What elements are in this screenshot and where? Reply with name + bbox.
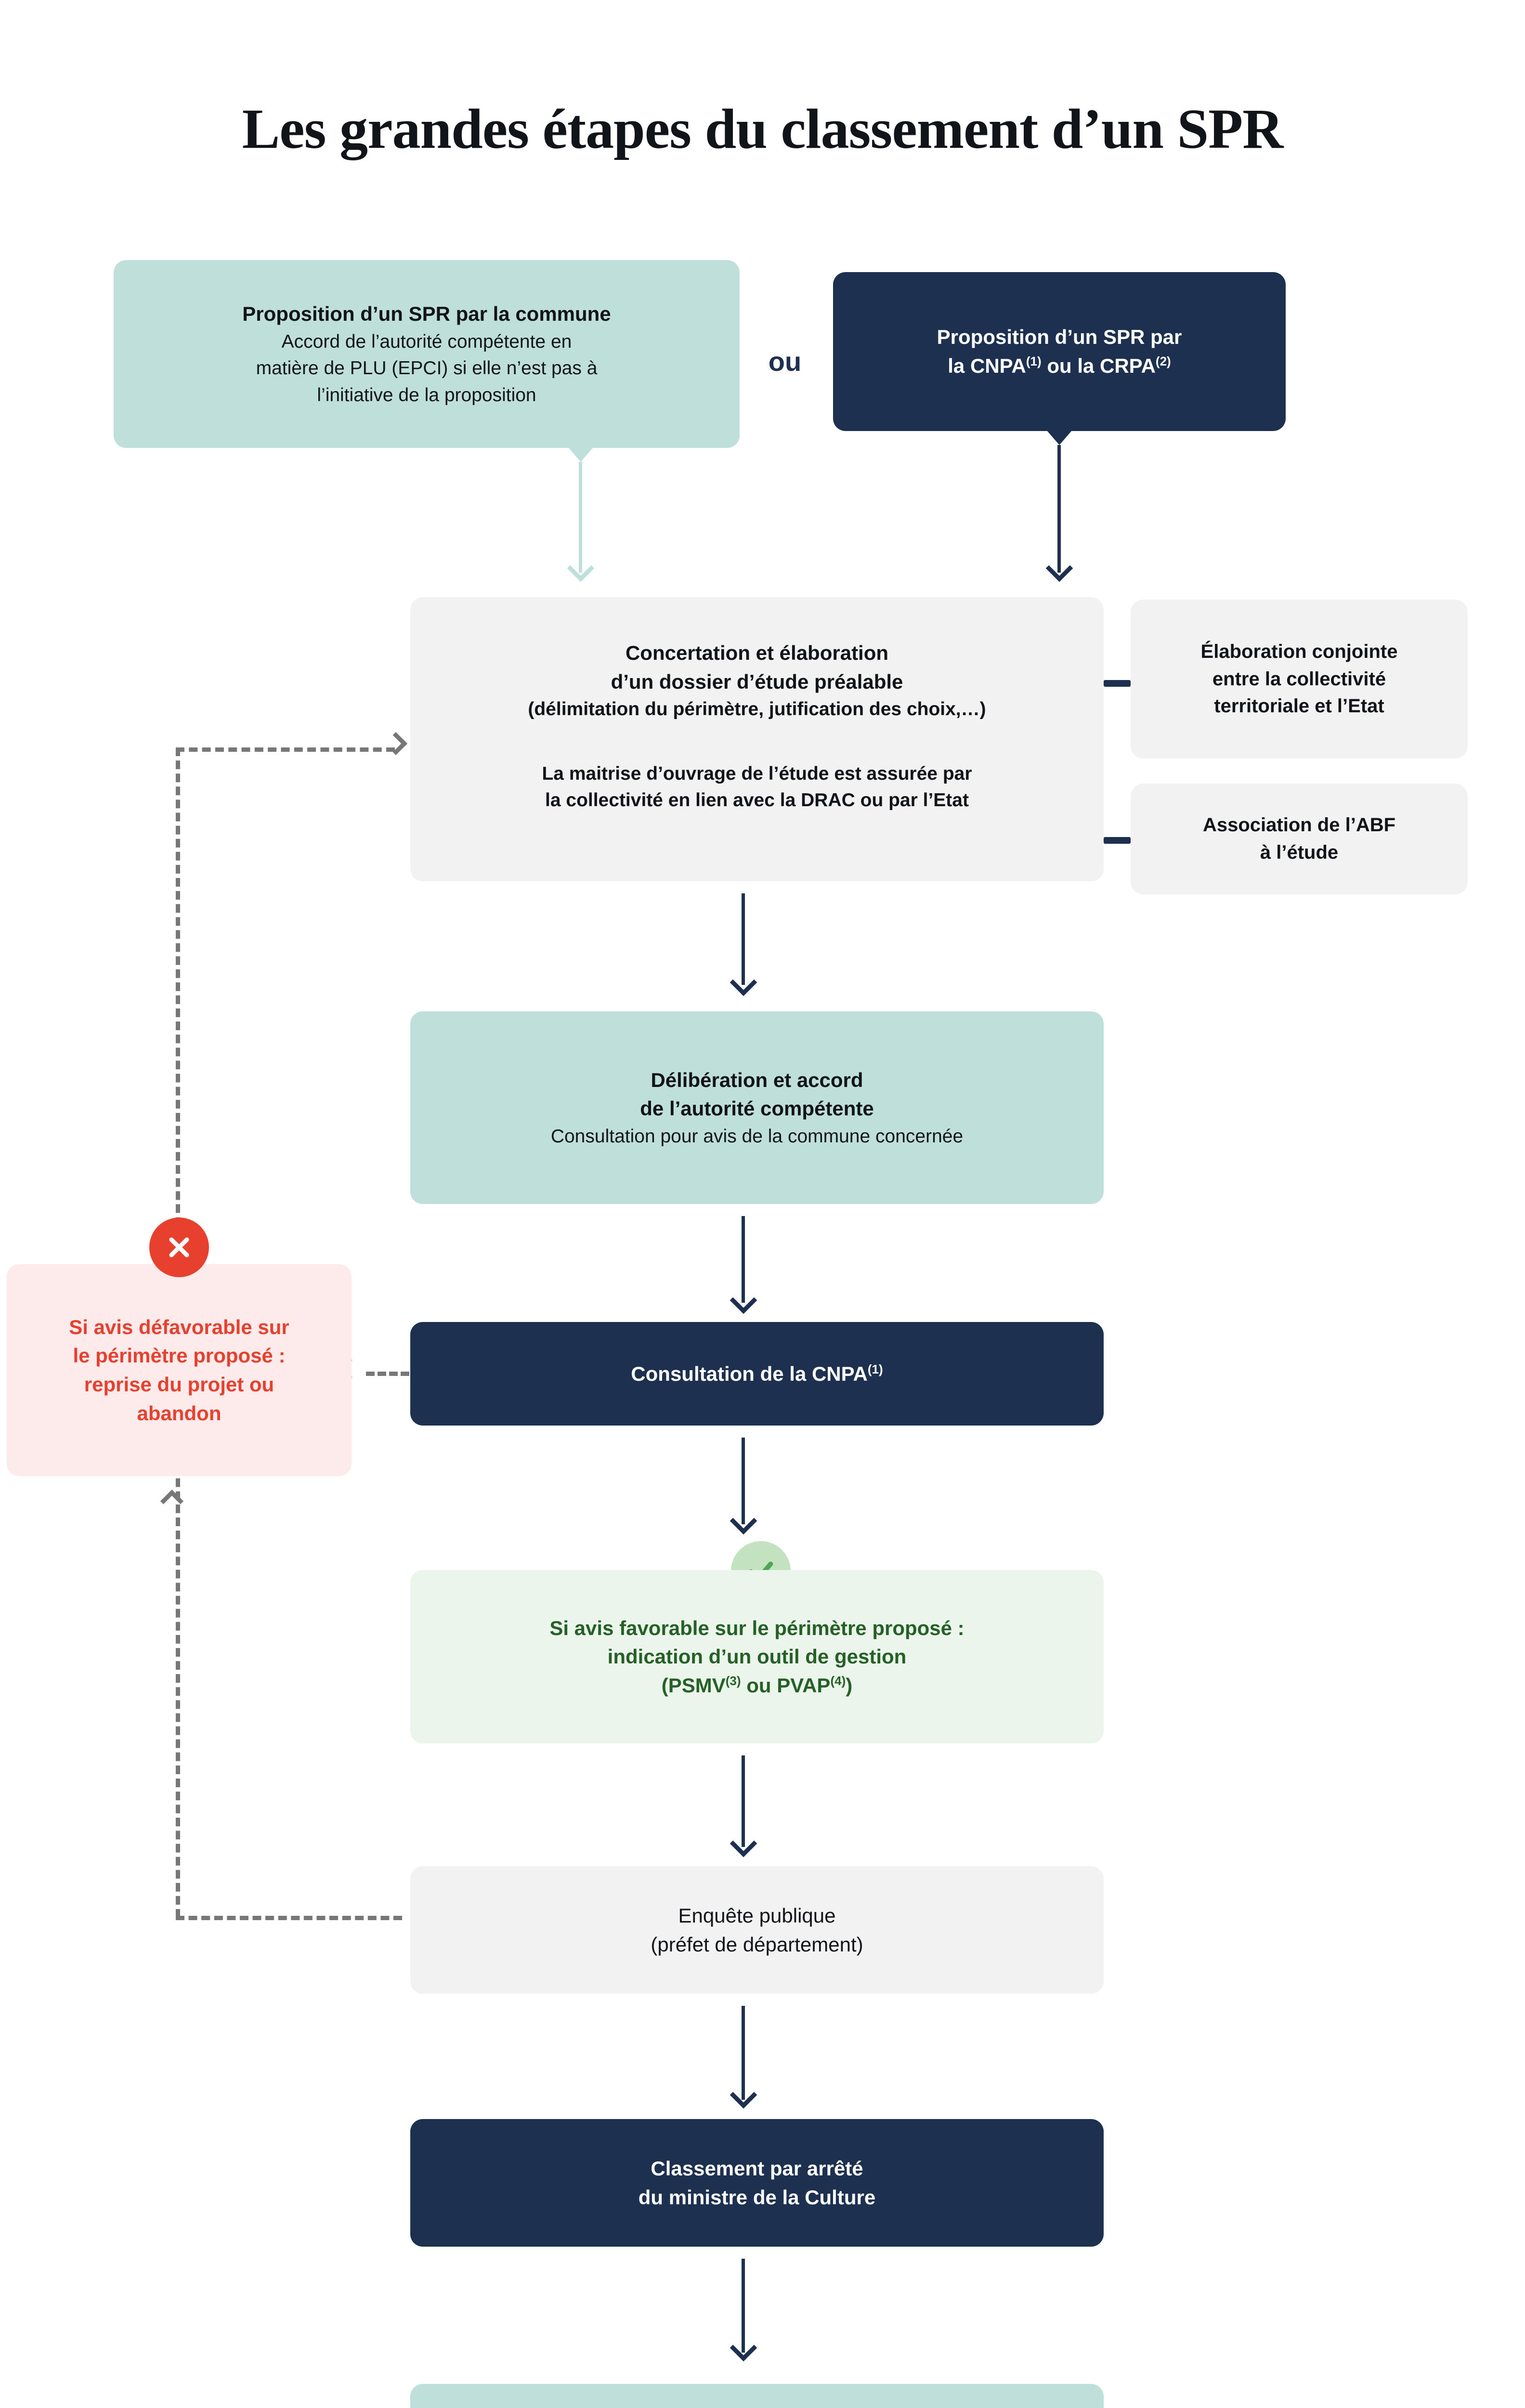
arrow-head-classement [729, 2081, 758, 2115]
deliberation-line1: Délibération et accord [651, 1068, 863, 1091]
circle-x-icon [149, 1217, 209, 1277]
concertation-line1: Concertation et élaboration [625, 641, 889, 664]
node-enquete-publique[interactable]: Enquête publique (préfet de département) [410, 1866, 1104, 1994]
page-title: Les grandes étapes du classement d’un SP… [242, 97, 1284, 160]
node-proposition-commune[interactable]: Proposition d’un SPR par la commune Acco… [114, 260, 740, 448]
node-avis-favorable[interactable]: Si avis favorable sur le périmètre propo… [410, 1570, 1104, 1743]
feedback-line-horizontal-bottom [176, 1916, 402, 1920]
elaboration-line1: Élaboration conjointe [1200, 641, 1398, 662]
arrow-head-favorable [729, 1507, 758, 1541]
feedback-line-to-refus [366, 1372, 409, 1376]
refus-line4: abandon [137, 1401, 222, 1425]
concertation-line3: (délimitation du périmètre, jutification… [528, 699, 986, 720]
arrow-head-mesures [729, 2334, 758, 2368]
node-avis-defavorable[interactable]: Si avis défavorable sur le périmètre pro… [7, 1264, 352, 1476]
arrow-line-mesures [742, 2259, 745, 2353]
node-deliberation[interactable]: Délibération et accord de l’autorité com… [410, 1011, 1104, 1204]
consultation-cnpa-footnote-ref: (1) [867, 1361, 883, 1376]
arrow-line-consultation [742, 1216, 745, 1303]
proposition-cnpa-line2: la CNPA(1) ou la CRPA(2) [948, 352, 1171, 380]
pvap-close-paren: ) [846, 1674, 853, 1697]
consultation-cnpa-label: Consultation de la CNPA(1) [631, 1360, 883, 1388]
node-elaboration-conjointe[interactable]: Élaboration conjointe entre la collectiv… [1131, 600, 1468, 759]
proposition-commune-line4: l’initiative de la proposition [317, 384, 536, 406]
favorable-line3: (PSMV(3) ou PVAP(4)) [662, 1671, 853, 1700]
classement-line1: Classement par arrêté [651, 2157, 863, 2180]
favorable-line1: Si avis favorable sur le périmètre propo… [549, 1616, 965, 1639]
concertation-line4: La maitrise d’ouvrage de l’étude est ass… [542, 763, 972, 784]
arrow-line-commune [579, 462, 582, 573]
connector-stub-association [1104, 837, 1131, 844]
arrow-head-enquete [729, 1830, 758, 1864]
pvap-text: ou PVAP [741, 1674, 831, 1697]
enquete-line1: Enquête publique [678, 1904, 836, 1927]
node-classement[interactable]: Classement par arrêté du ministre de la … [410, 2119, 1104, 2247]
pvap-footnote-ref: (4) [830, 1673, 846, 1688]
node-consultation-cnpa[interactable]: Consultation de la CNPA(1) [410, 1322, 1104, 1426]
psmv-text: (PSMV [661, 1674, 726, 1697]
elaboration-line2: entre la collectivité [1212, 668, 1386, 690]
feedback-line-horizontal-top [176, 747, 395, 752]
arrow-head-consultation [729, 1286, 758, 1321]
association-line1: Association de l’ABF [1202, 814, 1396, 836]
node-proposition-cnpa[interactable]: Proposition d’un SPR par la CNPA(1) ou l… [833, 272, 1286, 431]
tail-proposition-cnpa [1047, 431, 1072, 445]
arrow-head-commune [566, 554, 596, 589]
concertation-line5: la collectivité en lien avec la DRAC ou … [545, 790, 969, 811]
proposition-cnpa-line1: Proposition d’un SPR par [937, 326, 1182, 349]
consultation-cnpa-text: Consultation de la CNPA [631, 1362, 868, 1385]
refus-line3: reprise du projet ou [84, 1373, 274, 1396]
tail-proposition-commune [568, 447, 593, 462]
favorable-line2: indication d’un outil de gestion [607, 1645, 907, 1668]
proposition-commune-line2: Accord de l’autorité compétente en [281, 331, 572, 352]
feedback-arrow-into-concertation [384, 732, 410, 758]
node-association-abf[interactable]: Association de l’ABF à l’étude [1131, 784, 1468, 894]
proposition-commune-line1: Proposition d’un SPR par la commune [242, 302, 611, 326]
arrow-head-deliberation [729, 968, 758, 1003]
arrow-line-enquete [742, 1755, 745, 1847]
concertation-line2: d’un dossier d’étude préalable [611, 670, 903, 693]
association-line2: à l’étude [1260, 842, 1339, 863]
proposition-commune-line3: matière de PLU (EPCI) si elle n’est pas … [256, 358, 598, 379]
elaboration-line3: territoriale et l’Etat [1214, 695, 1384, 717]
refus-line1: Si avis défavorable sur [69, 1315, 289, 1338]
deliberation-line2: de l’autorité compétente [640, 1097, 874, 1120]
connector-stub-elaboration [1104, 680, 1131, 687]
arrow-line-cnpa [1057, 445, 1061, 573]
enquete-line2: (préfet de département) [651, 1933, 863, 1956]
arrow-line-classement [742, 2006, 745, 2100]
arrow-head-cnpa [1044, 554, 1074, 589]
node-concertation[interactable]: Concertation et élaboration d’un dossier… [410, 597, 1104, 881]
feedback-arrow-up-to-refus [160, 1489, 186, 1515]
cnpa-footnote-ref: (1) [1026, 354, 1042, 368]
refus-line2: le périmètre proposé : [73, 1344, 286, 1367]
arrow-line-favorable [742, 1438, 745, 1524]
psmv-footnote-ref: (3) [725, 1673, 741, 1688]
node-mesures[interactable]: Mesures de publicité et d’information + … [410, 2384, 1104, 2408]
deliberation-line3: Consultation pour avis de la commune con… [550, 1125, 964, 1147]
connector-label-ou: ou [768, 346, 802, 377]
classement-line2: du ministre de la Culture [638, 2186, 876, 2209]
crpa-footnote-ref: (2) [1155, 354, 1171, 368]
arrow-line-deliberation [742, 893, 745, 985]
cnpa-text: la CNPA [948, 354, 1026, 377]
crpa-text: ou la CRPA [1041, 354, 1156, 377]
